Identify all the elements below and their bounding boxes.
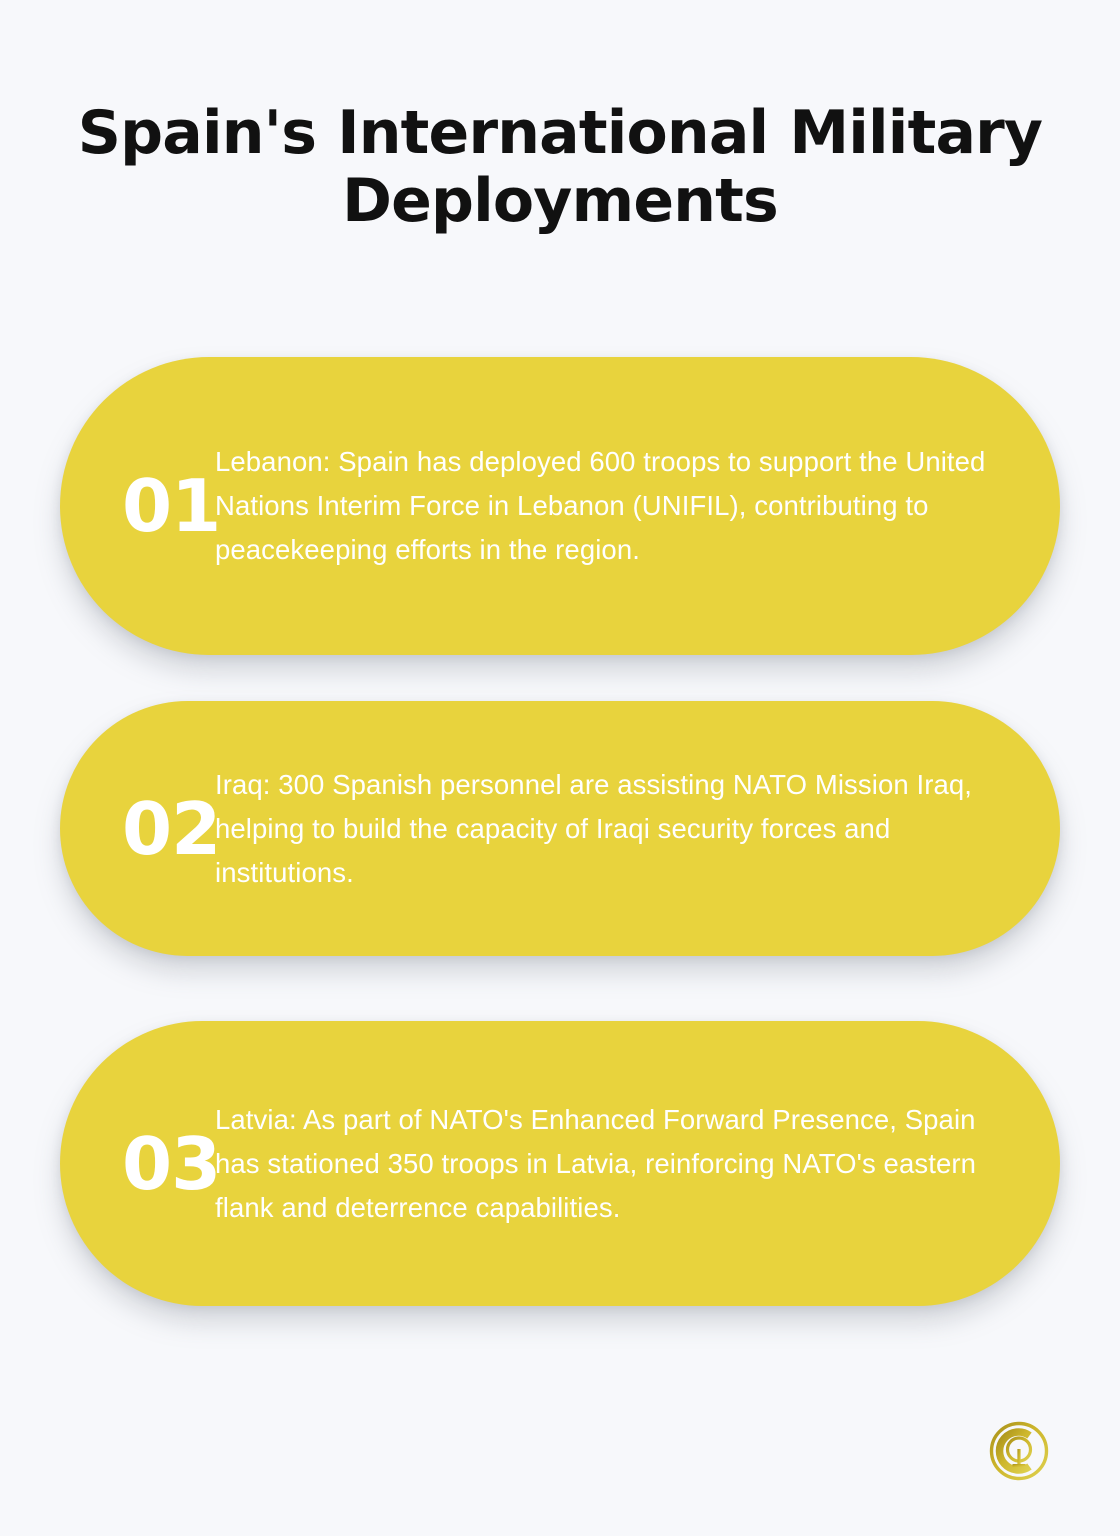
page-title-container: Spain's International Military Deploymen… bbox=[60, 98, 1060, 236]
deployment-card-list: 01 Lebanon: Spain has deployed 600 troop… bbox=[0, 357, 1120, 1306]
card-description: Latvia: As part of NATO's Enhanced Forwa… bbox=[215, 1103, 976, 1223]
card-number-badge: 01 bbox=[122, 464, 221, 548]
card-number-badge: 03 bbox=[122, 1121, 221, 1206]
card-number-badge: 02 bbox=[122, 786, 221, 871]
deployment-card: 03 Latvia: As part of NATO's Enhanced Fo… bbox=[60, 1021, 1060, 1306]
deployment-card: 01 Lebanon: Spain has deployed 600 troop… bbox=[60, 357, 1060, 655]
card-description: Iraq: 300 Spanish personnel are assistin… bbox=[215, 768, 973, 888]
card-description: Lebanon: Spain has deployed 600 troops t… bbox=[215, 446, 986, 565]
page-title: Spain's International Military Deploymen… bbox=[77, 98, 1043, 236]
cq-monogram-logo-icon bbox=[988, 1420, 1050, 1482]
deployment-card: 02 Iraq: 300 Spanish personnel are assis… bbox=[60, 701, 1060, 956]
